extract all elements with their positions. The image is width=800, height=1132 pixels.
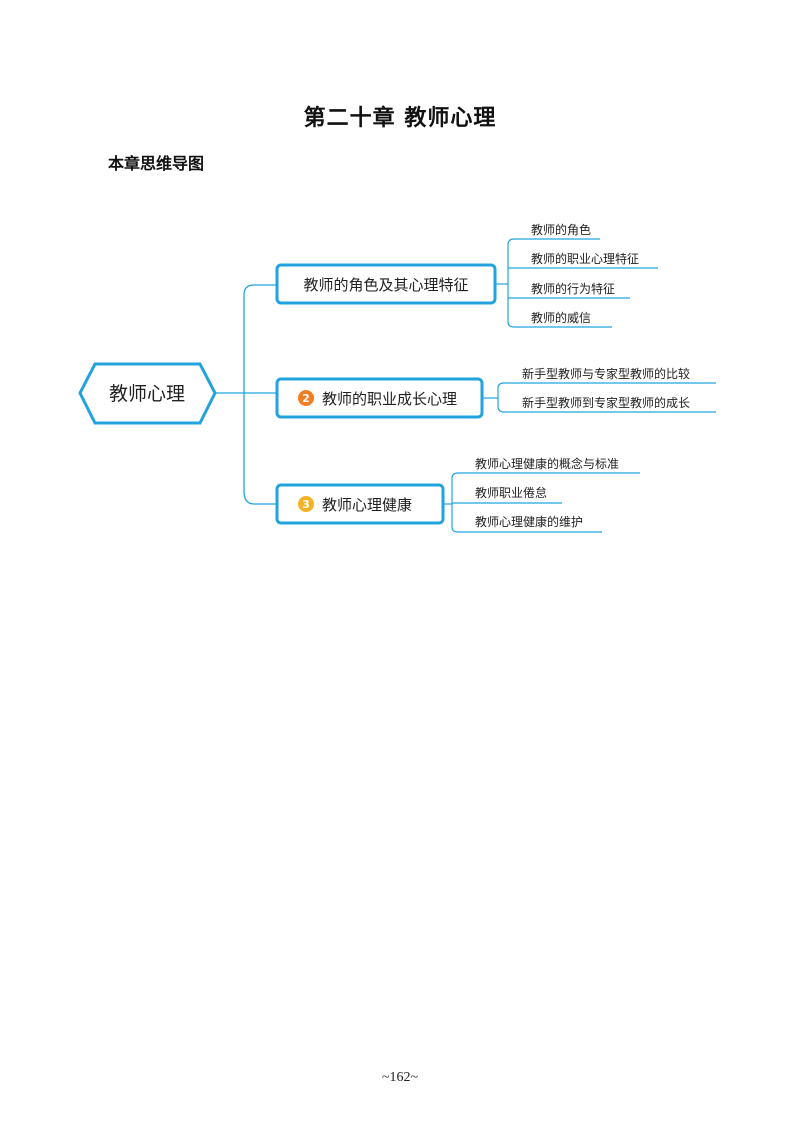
leaf-2-1: 新手型教师与专家型教师的比较 (522, 366, 690, 381)
branch-1-connectors (495, 238, 658, 328)
branch-label-1: 教师的角色及其心理特征 (303, 276, 468, 294)
section-subtitle: 本章思维导图 (108, 154, 205, 173)
root-node: 教师心理 (78, 362, 217, 425)
leaf-1-4: 教师的威信 (531, 310, 591, 325)
leaf-3-1: 教师心理健康的概念与标准 (475, 456, 619, 471)
number-badge-2-text: 2 (302, 392, 310, 405)
root-label: 教师心理 (109, 383, 185, 405)
branch-node-3: 3 教师心理健康 (275, 483, 445, 525)
number-badge-2 (298, 390, 314, 406)
leaf-3-3: 教师心理健康的维护 (475, 514, 583, 529)
leaf-3-2: 教师职业倦怠 (475, 485, 547, 500)
leaf-1-3: 教师的行为特征 (531, 281, 615, 296)
branch-3-connectors (443, 472, 640, 533)
leaf-1-2: 教师的职业心理特征 (531, 251, 639, 266)
page-number: ~162~ (381, 1070, 419, 1085)
branch-2-connectors (482, 382, 716, 413)
branch-label-2: 教师的职业成长心理 (322, 390, 457, 408)
number-badge-3 (298, 496, 314, 512)
branch-node-1: 教师的角色及其心理特征 (275, 263, 497, 305)
mind-map: 教师心理 教师的角色及其心理特征 教师的角色 教师的职业心理特征 教师的行为特征… (78, 222, 716, 533)
leaf-2-2: 新手型教师到专家型教师的成长 (522, 395, 690, 410)
root-connectors (215, 284, 277, 505)
number-badge-3-text: 3 (302, 498, 310, 511)
chapter-title: 第二十章 教师心理 (303, 105, 497, 131)
branch-node-2: 2 教师的职业成长心理 (275, 377, 484, 419)
leaf-1-1: 教师的角色 (531, 222, 591, 237)
branch-label-3: 教师心理健康 (322, 496, 412, 514)
